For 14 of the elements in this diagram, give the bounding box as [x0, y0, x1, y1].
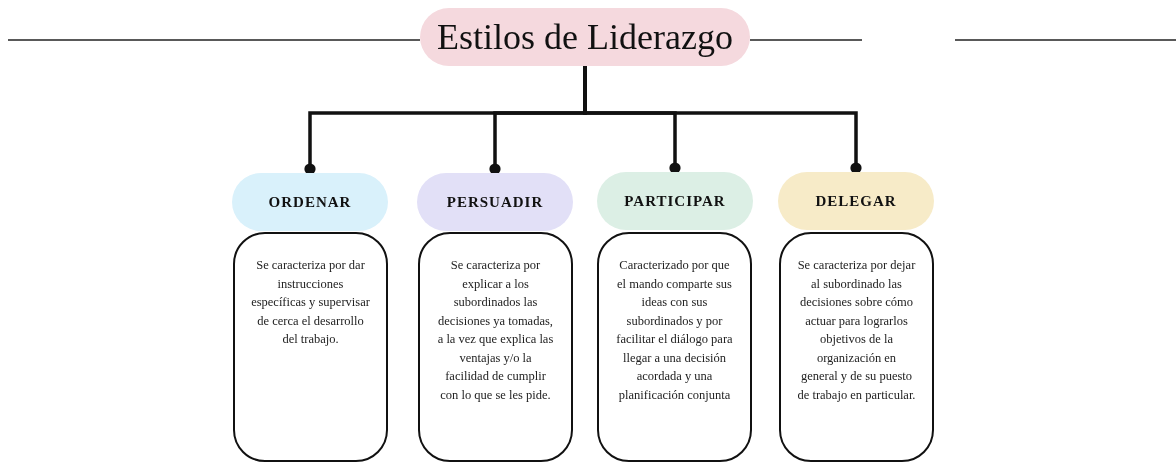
- style-heading-pill: PERSUADIR: [417, 173, 573, 231]
- description-text: Se caracteriza por explicar a los subordinados las decisiones ya tomadas, a la vez que explica las ventajas y/o la facilidad de cumplir con lo que se les pide.: [436, 257, 555, 404]
- description-card: [597, 232, 752, 462]
- style-heading-pill: ORDENAR: [232, 173, 388, 231]
- description-text: Caracterizado por que el mando comparte sus ideas con sus subordinados y por facilitar el diálogo para llegar a una decisión acordada y una planificación conjunta: [615, 257, 734, 404]
- style-heading-pill: PARTICIPAR: [597, 172, 753, 230]
- description-card: [233, 232, 388, 462]
- description-text: Se caracteriza por dejar al subordinado las decisiones sobre cómo actuar para lograrlos objetivos de la organización en general y de su puesto de trabajo en particular.: [797, 257, 916, 404]
- description-card: [779, 232, 934, 462]
- description-card: [418, 232, 573, 462]
- title-pill: Estilos de Liderazgo: [420, 8, 750, 66]
- connector-line: [583, 66, 862, 174]
- style-heading-pill: DELEGAR: [778, 172, 934, 230]
- description-text: Se caracteriza por dar instrucciones específicas y supervisar de cerca el desarrollo del trabajo.: [251, 257, 370, 348]
